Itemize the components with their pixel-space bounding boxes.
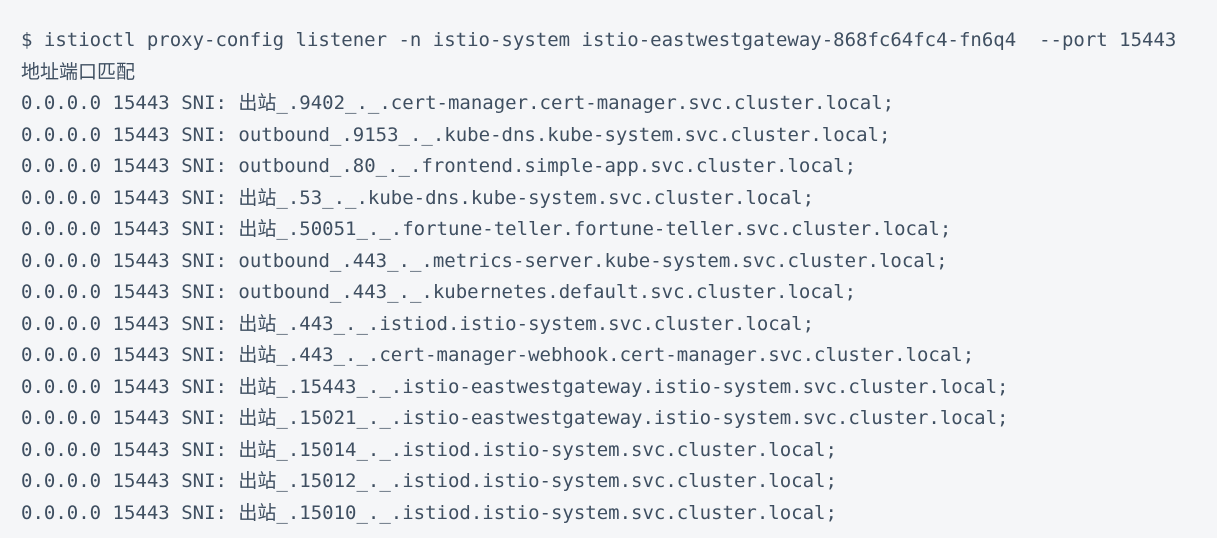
- sni-value: 出站_.15021_._.istio-eastwestgateway.istio…: [238, 407, 1009, 429]
- listener-address: 0.0.0.0: [21, 155, 102, 177]
- sni-value: 出站_.15010_._.istiod.istio-system.svc.clu…: [238, 501, 837, 524]
- listener-address: 0.0.0.0: [21, 218, 102, 240]
- sni-value: outbound_.9153_._.kube-dns.kube-system.s…: [238, 123, 891, 146]
- sni-value: 出站_.15012_._.istiod.istio-system.svc.clu…: [238, 470, 837, 492]
- listener-address: 0.0.0.0: [21, 375, 102, 398]
- listener-address: 0.0.0.0: [21, 312, 102, 335]
- sni-label: SNI:: [181, 186, 227, 209]
- listener-address: 0.0.0.0: [21, 281, 102, 303]
- listener-port: 15443: [112, 312, 170, 335]
- listener-row: 0.0.0.0 15443 SNI: outbound_.443_._.kube…: [21, 277, 1207, 309]
- listener-row: 0.0.0.0 15443 SNI: outbound_.9153_._.kub…: [21, 120, 1207, 152]
- command-line: $ istioctl proxy-config listener -n isti…: [21, 29, 1177, 51]
- listener-port: 15443: [112, 92, 170, 114]
- sni-label: SNI:: [181, 155, 227, 177]
- listener-port: 15443: [112, 155, 170, 177]
- sni-label: SNI:: [181, 123, 227, 146]
- listener-port: 15443: [112, 281, 170, 303]
- listener-port: 15443: [112, 249, 170, 272]
- listener-row: 0.0.0.0 15443 SNI: 出站_.15012_._.istiod.i…: [21, 466, 1207, 498]
- sni-value: outbound_.443_._.metrics-server.kube-sys…: [238, 249, 948, 272]
- listener-address: 0.0.0.0: [21, 407, 102, 429]
- listener-address: 0.0.0.0: [21, 92, 102, 114]
- listener-row: 0.0.0.0 15443 SNI: 出站_.443_._.cert-manag…: [21, 340, 1207, 372]
- sni-label: SNI:: [181, 407, 227, 429]
- sni-value: outbound_.443_._.kubernetes.default.svc.…: [238, 281, 857, 303]
- sni-value: outbound_.80_._.frontend.simple-app.svc.…: [238, 155, 857, 177]
- listener-port: 15443: [112, 375, 170, 398]
- listener-row: 0.0.0.0 15443 SNI: outbound_.443_._.metr…: [21, 246, 1207, 278]
- sni-label: SNI:: [181, 501, 227, 524]
- listener-row: 0.0.0.0 15443 SNI: 出站_.53_._.kube-dns.ku…: [21, 183, 1207, 215]
- listener-port: 15443: [112, 470, 170, 492]
- listener-port: 15443: [112, 407, 170, 429]
- listener-port: 15443: [112, 186, 170, 209]
- sni-label: SNI:: [181, 92, 227, 114]
- listener-row: 0.0.0.0 15443 SNI: 出站_.443_._.istiod.ist…: [21, 309, 1207, 341]
- listener-address: 0.0.0.0: [21, 123, 102, 146]
- listener-address: 0.0.0.0: [21, 344, 102, 366]
- listener-address: 0.0.0.0: [21, 438, 102, 461]
- sni-value: 出站_.443_._.istiod.istio-system.svc.clust…: [238, 312, 815, 335]
- sni-label: SNI:: [181, 249, 227, 272]
- sni-value: 出站_.53_._.kube-dns.kube-system.svc.clust…: [238, 186, 815, 209]
- sni-label: SNI:: [181, 312, 227, 335]
- sni-label: SNI:: [181, 218, 227, 240]
- listener-address: 0.0.0.0: [21, 249, 102, 272]
- listener-row: 0.0.0.0 15443 SNI: 出站_.15443_._.istio-ea…: [21, 372, 1207, 404]
- listener-row: 0.0.0.0 15443 SNI: 出站_.15014_._.istiod.i…: [21, 435, 1207, 467]
- listener-row: 0.0.0.0 15443 SNI: 出站_.9402_._.cert-mana…: [21, 88, 1207, 120]
- sni-value: 出站_.443_._.cert-manager-webhook.cert-man…: [238, 344, 975, 366]
- listener-port: 15443: [112, 218, 170, 240]
- sni-value: 出站_.15014_._.istiod.istio-system.svc.clu…: [238, 438, 837, 461]
- sni-label: SNI:: [181, 375, 227, 398]
- listener-port: 15443: [112, 501, 170, 524]
- listener-address: 0.0.0.0: [21, 470, 102, 492]
- listener-port: 15443: [112, 344, 170, 366]
- listener-table-header: 地址端口匹配: [21, 60, 136, 83]
- sni-label: SNI:: [181, 344, 227, 366]
- listener-row: 0.0.0.0 15443 SNI: 出站_.50051_._.fortune-…: [21, 214, 1207, 246]
- listener-port: 15443: [112, 123, 170, 146]
- sni-label: SNI:: [181, 281, 227, 303]
- sni-value: 出站_.50051_._.fortune-teller.fortune-tell…: [238, 218, 952, 240]
- sni-label: SNI:: [181, 438, 227, 461]
- listener-row: 0.0.0.0 15443 SNI: outbound_.80_._.front…: [21, 151, 1207, 183]
- sni-value: 出站_.9402_._.cert-manager.cert-manager.sv…: [238, 92, 895, 114]
- sni-label: SNI:: [181, 470, 227, 492]
- listener-address: 0.0.0.0: [21, 501, 102, 524]
- listener-port: 15443: [112, 438, 170, 461]
- listener-row: 0.0.0.0 15443 SNI: 出站_.15010_._.istiod.i…: [21, 498, 1207, 530]
- sni-value: 出站_.15443_._.istio-eastwestgateway.istio…: [238, 375, 1009, 398]
- listener-row: 0.0.0.0 15443 SNI: 出站_.15021_._.istio-ea…: [21, 403, 1207, 435]
- listener-address: 0.0.0.0: [21, 186, 102, 209]
